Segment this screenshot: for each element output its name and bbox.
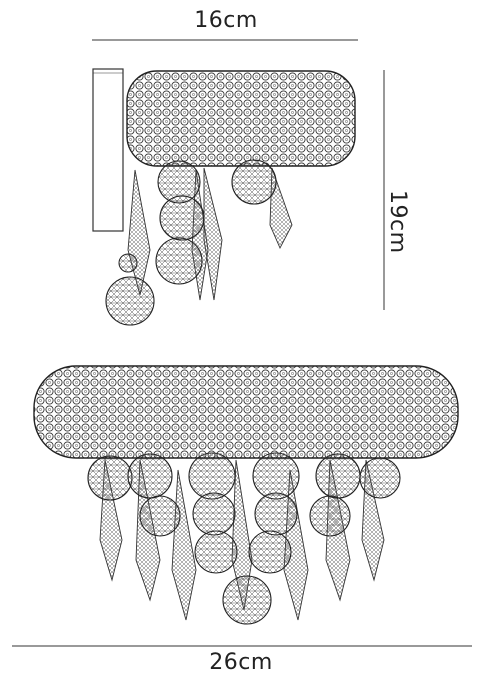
side-ball-small bbox=[118, 253, 138, 273]
side-ball-2 bbox=[231, 159, 277, 205]
wall-plate bbox=[92, 68, 124, 232]
front-bead-body bbox=[33, 365, 459, 459]
side-height-label: 19cm bbox=[385, 190, 410, 254]
side-drop-2 bbox=[203, 167, 223, 301]
side-ball-3 bbox=[159, 195, 205, 241]
front-bottom-ball bbox=[222, 575, 272, 625]
side-ball-5 bbox=[105, 276, 155, 326]
side-view bbox=[92, 68, 356, 326]
side-drop-4 bbox=[127, 169, 151, 296]
side-ball-4 bbox=[155, 237, 203, 285]
front-view bbox=[33, 365, 459, 625]
front-width-label: 26cm bbox=[209, 650, 273, 675]
bead-body bbox=[126, 70, 356, 167]
side-width-label: 16cm bbox=[194, 8, 258, 33]
